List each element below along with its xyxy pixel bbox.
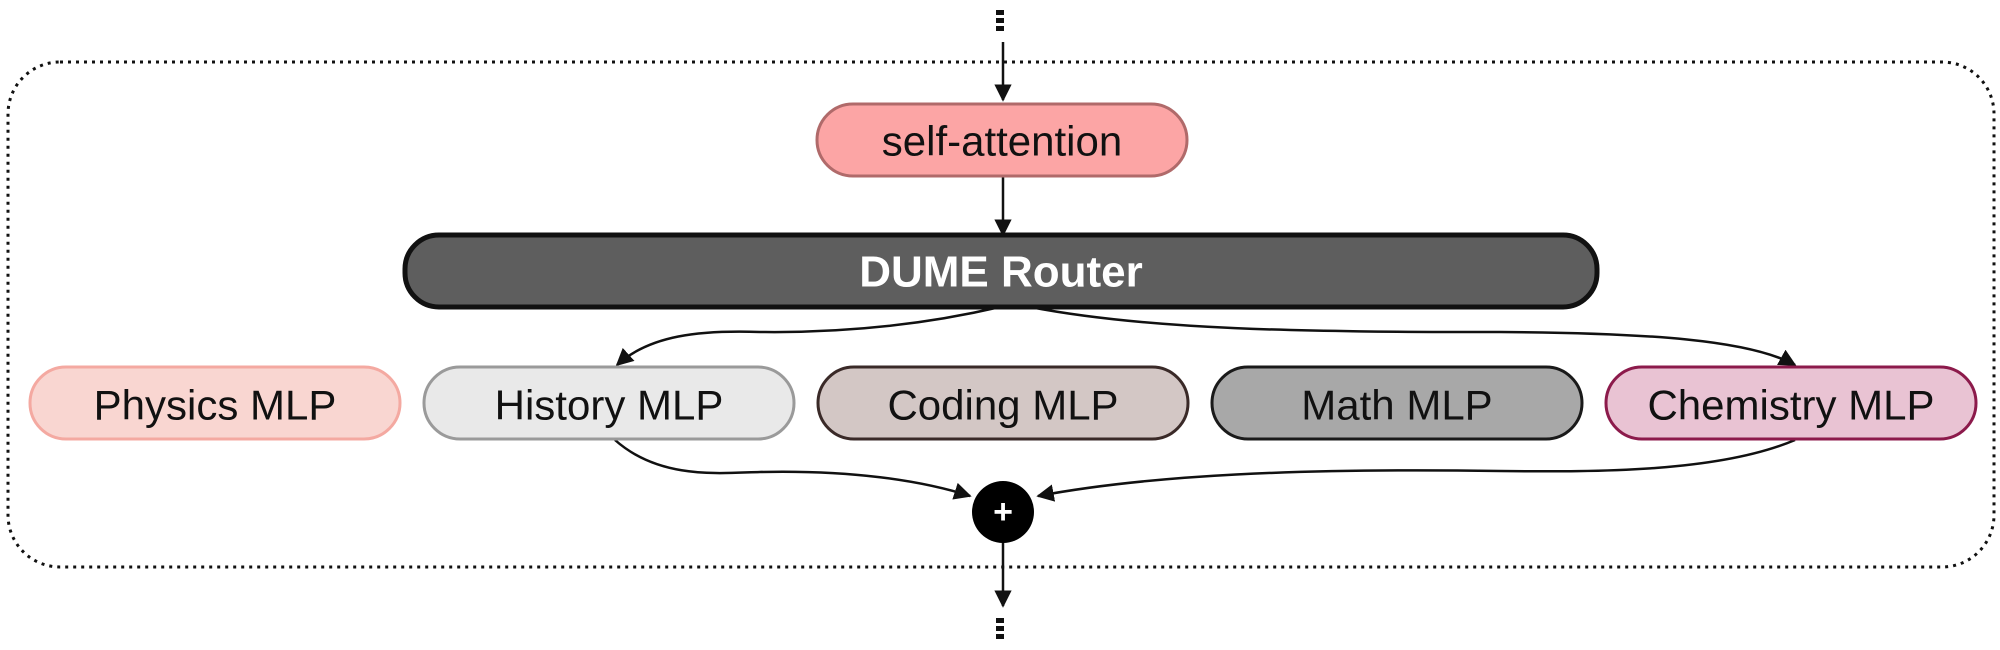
expert-history-label: History MLP [495,382,724,429]
expert-math-label: Math MLP [1301,382,1492,429]
expert-history-node: History MLP [422,365,796,441]
expert-coding-node: Coding MLP [816,365,1190,441]
expert-chemistry-box [1604,365,1978,441]
experts-row: Physics MLP History MLP Coding MLP Math MLP… [28,365,1978,441]
expert-coding-box [816,365,1190,441]
expert-history-box [422,365,796,441]
self-attention-node: self-attention [815,102,1189,178]
self-attention-label: self-attention [882,118,1122,165]
transformer-block-outline [6,60,1996,569]
arrow-history-to-sum [614,439,972,500]
expert-math-box [1210,365,1584,441]
incoming-ellipsis [996,10,1004,31]
router-node: DUME Router [402,232,1600,310]
expert-coding-label: Coding MLP [887,382,1118,429]
router-label: DUME Router [859,248,1143,297]
expert-math-node: Math MLP [1210,365,1584,441]
expert-physics-label: Physics MLP [94,382,337,429]
arrow-router-to-history [615,305,1001,367]
expert-chemistry-node: Chemistry MLP [1604,365,1978,441]
arrow-chemistry-to-sum [1036,438,1796,502]
arrow-router-to-chemistry [1029,305,1797,367]
combine-node: + [972,481,1034,543]
expert-chemistry-label: Chemistry MLP [1647,382,1934,429]
combine-symbol: + [993,493,1013,531]
expert-physics-node: Physics MLP [28,365,402,441]
expert-physics-box [28,365,402,441]
outgoing-ellipsis [996,618,1004,639]
